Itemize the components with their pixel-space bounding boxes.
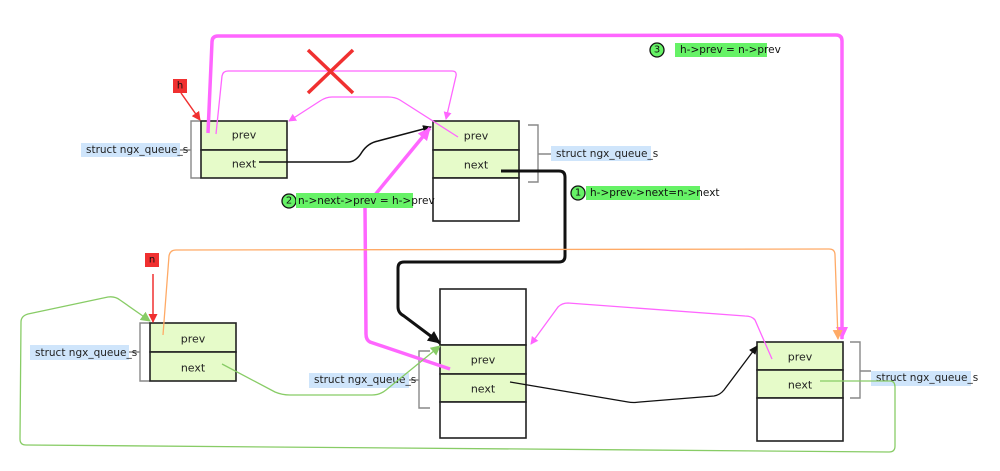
struct-label: struct ngx_queue_s <box>314 374 416 386</box>
step3-h-prev-link <box>206 33 848 340</box>
prev-label: prev <box>464 130 489 143</box>
step-number: 2 <box>286 196 292 207</box>
node-body <box>439 288 527 346</box>
step-box <box>675 43 767 57</box>
h-pointer: h <box>173 79 201 121</box>
struct-label-bg <box>30 345 129 360</box>
n-pointer: n <box>145 253 159 323</box>
step-2: 2 n->next->prev = h->prev <box>281 193 435 209</box>
step2-n-next-prev-link <box>363 126 451 371</box>
pointer-label: n <box>149 255 155 266</box>
h-next-prev-link <box>288 96 459 138</box>
struct-bracket <box>528 124 551 183</box>
prev-label: prev <box>788 351 813 364</box>
prev-field <box>439 344 527 375</box>
struct-label-bg <box>871 371 971 386</box>
step-text: h->prev = n->prev <box>680 44 781 56</box>
h-next-node: prev next struct ngx_queue_s <box>432 120 658 222</box>
struct-label: struct ngx_queue_s <box>86 144 188 156</box>
old-h-prev-link <box>215 70 457 135</box>
step-1: 1 h->prev->next=n->next <box>570 185 720 201</box>
step-number-circle <box>649 42 665 58</box>
struct-label: struct ngx_queue_s <box>876 372 978 384</box>
prev-field <box>200 120 288 151</box>
step-number-circle <box>570 185 586 201</box>
n-prev-prev-link <box>530 302 773 360</box>
h-node: struct ngx_queue_s prev next <box>81 120 288 179</box>
prev-label: prev <box>232 129 257 142</box>
next-label: next <box>464 159 489 172</box>
node-body <box>756 397 844 442</box>
struct-bracket <box>409 350 430 409</box>
prev-label: prev <box>181 333 206 346</box>
struct-label-bg <box>309 373 409 388</box>
step-3: 3 h->prev = n->prev <box>649 42 781 58</box>
node-body <box>432 177 520 222</box>
next-field <box>200 149 288 179</box>
n-prev-next-link <box>19 296 896 453</box>
pointer-box <box>145 253 159 267</box>
step-box <box>586 186 700 200</box>
step1-h-prev-next-link <box>396 169 567 345</box>
step-number: 1 <box>575 188 581 199</box>
pointer-box <box>173 79 187 93</box>
n-next-node: prev next struct ngx_queue_s <box>309 288 527 439</box>
next-field <box>149 351 237 382</box>
pointer-arrow <box>180 92 201 121</box>
next-label: next <box>232 158 257 171</box>
node-body <box>439 401 527 439</box>
next-label: next <box>788 379 813 392</box>
next-field <box>439 373 527 403</box>
h-next-link <box>259 125 432 163</box>
step-text: n->next->prev = h->prev <box>298 195 435 207</box>
n-prev-link <box>162 248 843 340</box>
struct-label: struct ngx_queue_s <box>35 347 137 359</box>
struct-bracket <box>180 120 201 179</box>
struct-bracket <box>850 341 871 399</box>
step-number: 3 <box>654 45 660 56</box>
prev-label: prev <box>471 354 496 367</box>
struct-label: struct ngx_queue_s <box>556 148 658 160</box>
n-prev-node: prev next struct ngx_queue_s <box>756 341 978 442</box>
struct-label-bg <box>551 146 651 161</box>
removed-link-x-icon <box>306 48 355 95</box>
pointer-label: h <box>177 81 183 92</box>
next-field <box>756 369 844 399</box>
n-next-next-link <box>509 345 758 404</box>
next-label: next <box>471 383 496 396</box>
n-node: struct ngx_queue_s prev next <box>30 322 237 382</box>
n-next-link <box>221 345 441 396</box>
prev-field <box>149 322 237 353</box>
struct-bracket <box>129 322 150 382</box>
step-box <box>296 193 413 208</box>
struct-label-bg <box>81 143 180 157</box>
next-label: next <box>181 362 206 375</box>
step-text: h->prev->next=n->next <box>590 187 720 199</box>
